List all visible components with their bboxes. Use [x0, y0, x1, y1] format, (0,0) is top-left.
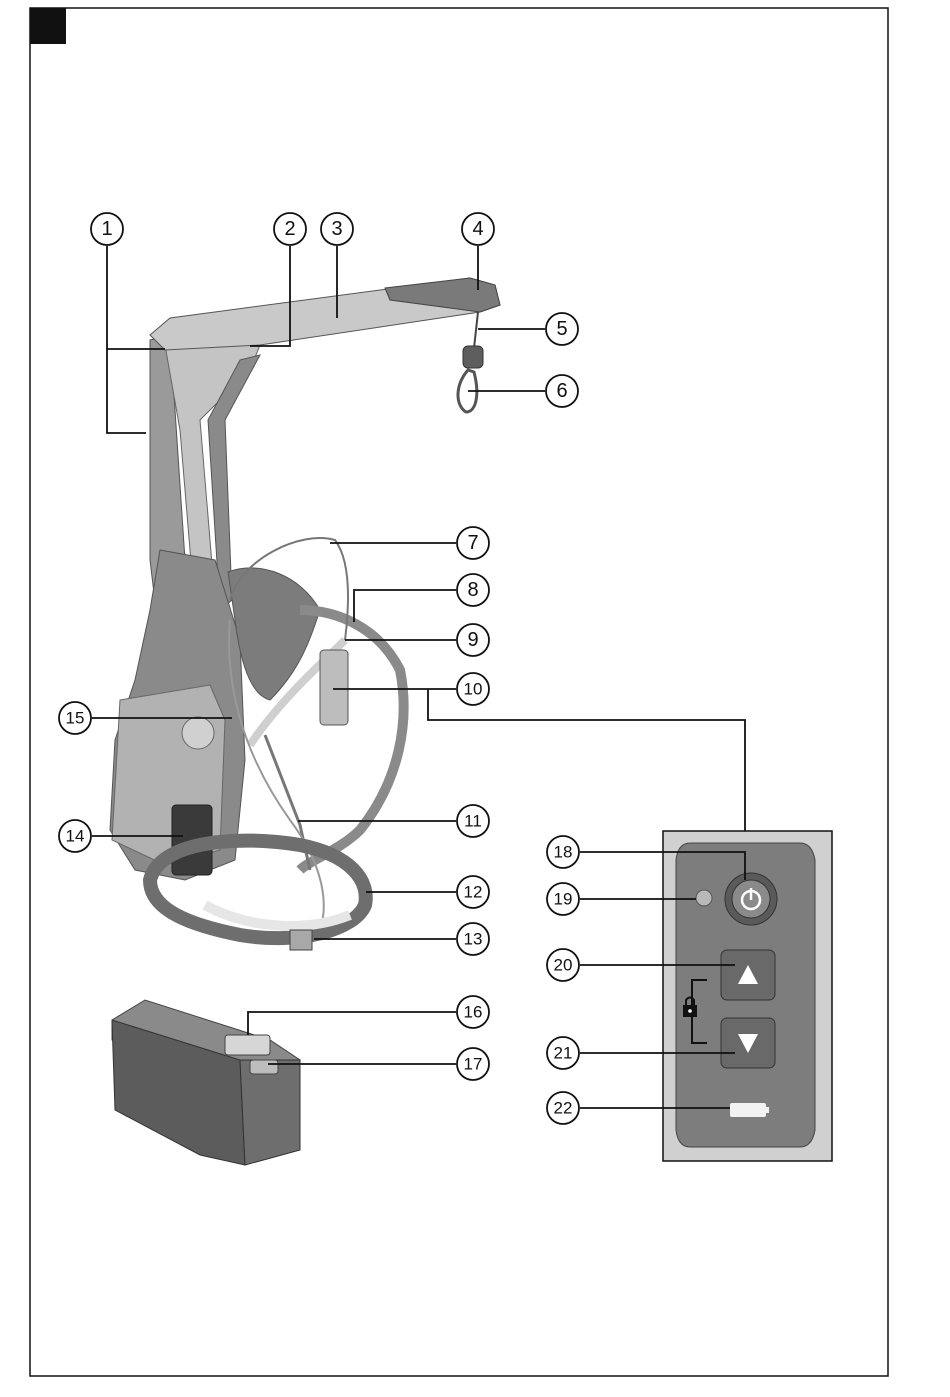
callout-6: 6: [546, 375, 578, 407]
callout-20: 20: [547, 949, 579, 981]
callout-label: 20: [554, 956, 573, 975]
battery-side: [240, 1060, 300, 1165]
down-button[interactable]: [721, 1018, 775, 1068]
callout-label: 2: [284, 218, 295, 240]
callout-label: 17: [464, 1055, 483, 1074]
callout-15: 15: [59, 702, 91, 734]
callout-22: 22: [547, 1092, 579, 1124]
callout-7: 7: [457, 527, 489, 559]
callout-9: 9: [457, 624, 489, 656]
callout-13: 13: [457, 923, 489, 955]
callout-4: 4: [462, 213, 494, 245]
callout-2: 2: [274, 213, 306, 245]
power-button[interactable]: [725, 873, 777, 925]
callout-label: 11: [464, 812, 482, 831]
callout-8: 8: [457, 574, 489, 606]
callout-label: 10: [464, 680, 483, 699]
callout-label: 3: [331, 218, 342, 240]
battery-release-button: [250, 1060, 278, 1074]
belt-buckle: [290, 930, 312, 950]
battery-illustration: [112, 1000, 300, 1165]
callout-label: 4: [472, 218, 483, 240]
callout-label: 22: [554, 1099, 573, 1118]
up-button[interactable]: [721, 950, 775, 1000]
callout-label: 16: [464, 1003, 483, 1022]
callout-1: 1: [91, 213, 123, 245]
callout-12: 12: [457, 876, 489, 908]
arm-cable: [474, 312, 478, 348]
callout-19: 19: [547, 883, 579, 915]
callout-21: 21: [547, 1037, 579, 1069]
callout-17: 17: [457, 1048, 489, 1080]
callout-label: 21: [554, 1044, 573, 1063]
callout-label: 18: [554, 843, 573, 862]
callout-label: 5: [556, 318, 567, 340]
remote-control-panel: [663, 831, 832, 1161]
callout-label: 13: [464, 930, 483, 949]
callout-label: 1: [101, 218, 112, 240]
shoulder-strap: [300, 610, 404, 870]
remote-holder: [320, 650, 348, 725]
callout-label: 15: [66, 709, 85, 728]
status-led: [696, 890, 712, 906]
battery-level-icon: [730, 1103, 769, 1117]
exoskeleton-illustration: [110, 278, 500, 950]
callout-label: 19: [554, 890, 573, 909]
callout-10: 10: [457, 673, 489, 705]
callout-label: 7: [467, 532, 478, 554]
callout-label: 8: [467, 579, 478, 601]
callout-18: 18: [547, 836, 579, 868]
section-marker: [30, 8, 66, 44]
callout-label: 14: [66, 827, 85, 846]
callout-label: 9: [467, 629, 478, 651]
battery-charge-indicator: [225, 1035, 270, 1055]
hip-belt-pad: [205, 905, 350, 926]
callout-16: 16: [457, 996, 489, 1028]
cable-damper: [463, 346, 483, 368]
callout-label: 12: [464, 883, 483, 902]
callout-14: 14: [59, 820, 91, 852]
callout-3: 3: [321, 213, 353, 245]
callout-label: 6: [556, 380, 567, 402]
housing-knob: [182, 717, 214, 749]
callout-5: 5: [546, 313, 578, 345]
callout-11: 11: [457, 805, 489, 837]
